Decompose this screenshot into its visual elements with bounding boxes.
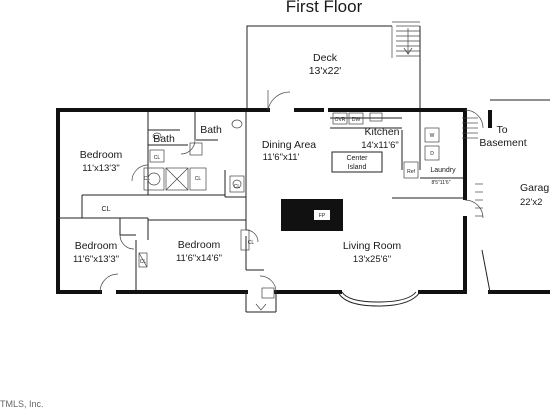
closet-label-4: CL: [195, 176, 202, 182]
closet-label-3: CL: [144, 176, 151, 182]
to-basement-line1: To: [496, 124, 507, 136]
dryer-label: D: [430, 151, 434, 157]
exterior-walls: [56, 99, 550, 294]
sink-icon: [149, 149, 165, 163]
toilet-icon: [231, 119, 243, 129]
basement-stairs: [462, 117, 483, 217]
closet-label-1: CL: [102, 206, 111, 213]
bath1-name: Bath: [153, 133, 175, 145]
bedroom1-name: Bedroom: [80, 149, 123, 161]
closet-label-7: CL: [248, 240, 255, 246]
interior-walls: [58, 112, 465, 290]
doors: [99, 90, 491, 313]
dishwasher-label: DW: [352, 117, 361, 123]
bath-fixtures: [143, 119, 245, 193]
copyright-notice: TMLS, Inc.: [0, 399, 44, 409]
dining-name: Dining Area: [262, 139, 316, 151]
island-line2: Island: [348, 164, 367, 171]
bay-window: [337, 291, 421, 307]
closet-label-6: CL: [140, 259, 147, 265]
bedroom2-dim: 11'6"x13'3": [73, 254, 119, 265]
living-dim: 13'x25'6": [353, 254, 391, 265]
center-island: [331, 151, 383, 173]
shower-icon: [143, 167, 165, 191]
fireplace: [281, 199, 343, 231]
refrigerator-label: Ref: [407, 169, 415, 175]
bath2-name: Bath: [200, 124, 222, 136]
deck-stairs: [391, 21, 420, 58]
closet-hatches: [138, 229, 275, 299]
oven-label: OVR: [335, 117, 346, 123]
laundry-name: Laundry: [430, 167, 456, 174]
bedroom2-name: Bedroom: [75, 240, 118, 252]
oven: [332, 112, 348, 125]
fireplace-label: FP: [319, 213, 326, 219]
sink-icon: [369, 112, 383, 122]
kitchen-name: Kitchen: [364, 126, 399, 138]
island-line1: Center: [346, 155, 368, 162]
garage-name: Garag: [520, 182, 549, 194]
dryer: [424, 145, 440, 161]
closet-label-2: CL: [154, 155, 161, 161]
to-basement-line2: Basement: [479, 137, 526, 149]
washer-label: W: [430, 133, 435, 139]
washer: [424, 127, 440, 143]
bedroom3-name: Bedroom: [178, 239, 221, 251]
dining-dim: 11'6"x11': [263, 152, 300, 163]
dishwasher: [348, 112, 364, 125]
plan-title: First Floor: [286, 0, 363, 16]
deck-name: Deck: [313, 52, 338, 64]
kitchen-dim: 14'x11'6": [361, 140, 398, 151]
bedroom3-dim: 11'6"x14'6": [176, 253, 222, 264]
garage-dim: 22'x2: [520, 197, 542, 208]
deck-area: [246, 21, 421, 108]
living-name: Living Room: [343, 240, 402, 252]
fireplace-label-box: [314, 210, 330, 220]
closet-label-5: CL: [234, 184, 241, 190]
laundry-dim: 8'5"11'6": [432, 180, 451, 186]
deck-dim: 13'x22': [309, 65, 342, 77]
refrigerator: [403, 161, 419, 179]
bedroom1-dim: 11'x13'3": [82, 163, 119, 174]
toilet-icon: [152, 132, 162, 140]
